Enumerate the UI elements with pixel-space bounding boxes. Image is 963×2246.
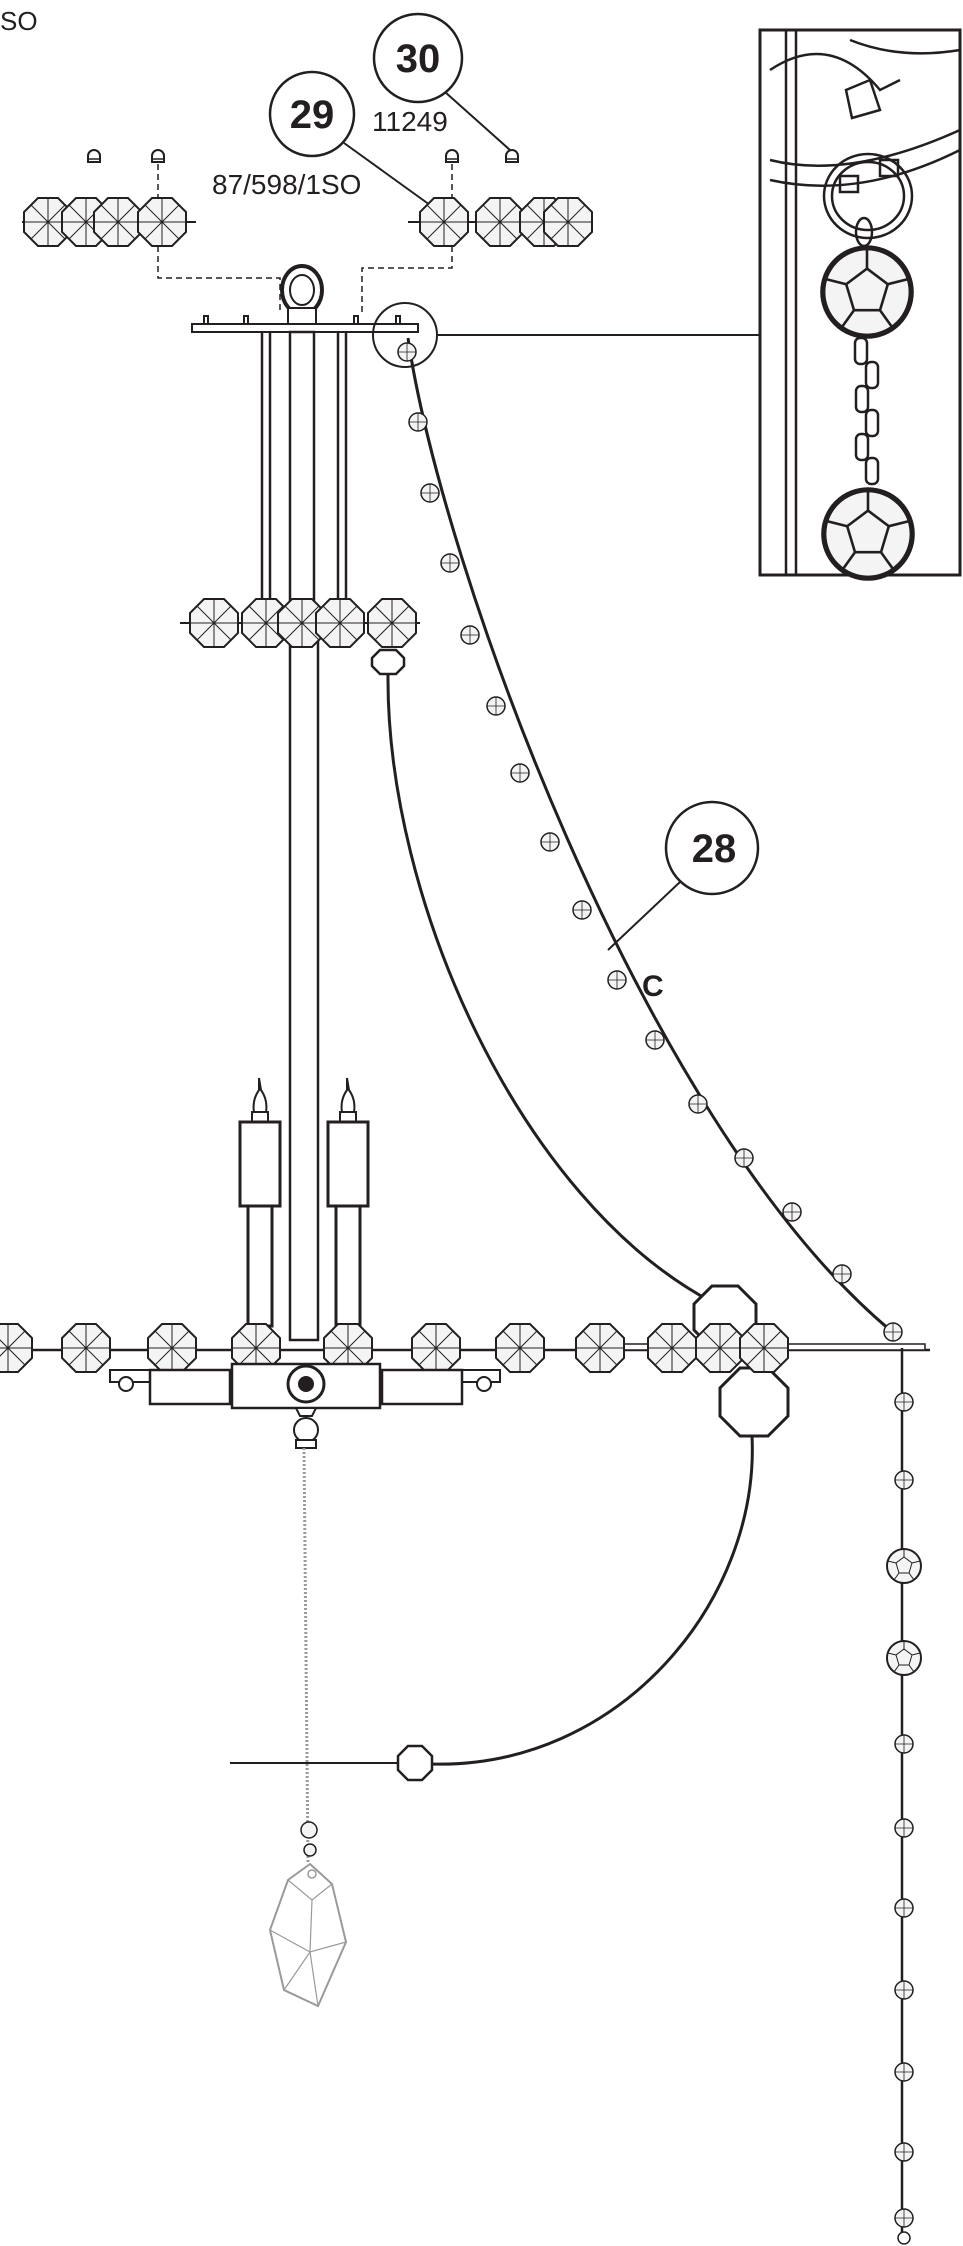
bead-chain-c (397, 337, 903, 1342)
canopy-ring (280, 264, 324, 327)
assembly-dashed-guides (157, 164, 453, 314)
middle-crystal-ring (180, 598, 420, 648)
suspension-rods (260, 332, 348, 600)
chain-letter-c: C (642, 970, 664, 1003)
callout-28: 28 (607, 800, 760, 951)
part-number-11249: 11249 (372, 106, 448, 137)
corner-code-label: SO (0, 6, 38, 36)
top-left-crystal-string (22, 197, 196, 247)
chain-detail-inset (758, 28, 962, 578)
upper-arm (370, 648, 758, 1350)
part-number-87-598-1so: 87/598/1SO (212, 169, 361, 200)
cap-icon (445, 149, 459, 163)
candle-right (326, 1077, 370, 1328)
vertical-bead-strand (886, 1348, 922, 2245)
central-body (109, 1362, 501, 1449)
candle-left (238, 1077, 282, 1328)
central-stem (288, 330, 320, 1342)
callout-30-number: 30 (396, 37, 441, 81)
lower-arm (230, 1366, 790, 1782)
cap-icon (151, 149, 165, 163)
callout-29-number: 29 (290, 93, 335, 137)
callout-28-number: 28 (692, 827, 737, 871)
callout-29: 29 (268, 70, 431, 206)
lower-crystal-ring (0, 1323, 930, 1373)
cap-icon (505, 149, 519, 163)
detail-magnifier (372, 302, 760, 368)
top-right-crystal-string (408, 197, 593, 247)
callout-30: 30 (372, 12, 511, 151)
cap-icon (87, 149, 101, 163)
bottom-pendant (268, 1447, 348, 2008)
